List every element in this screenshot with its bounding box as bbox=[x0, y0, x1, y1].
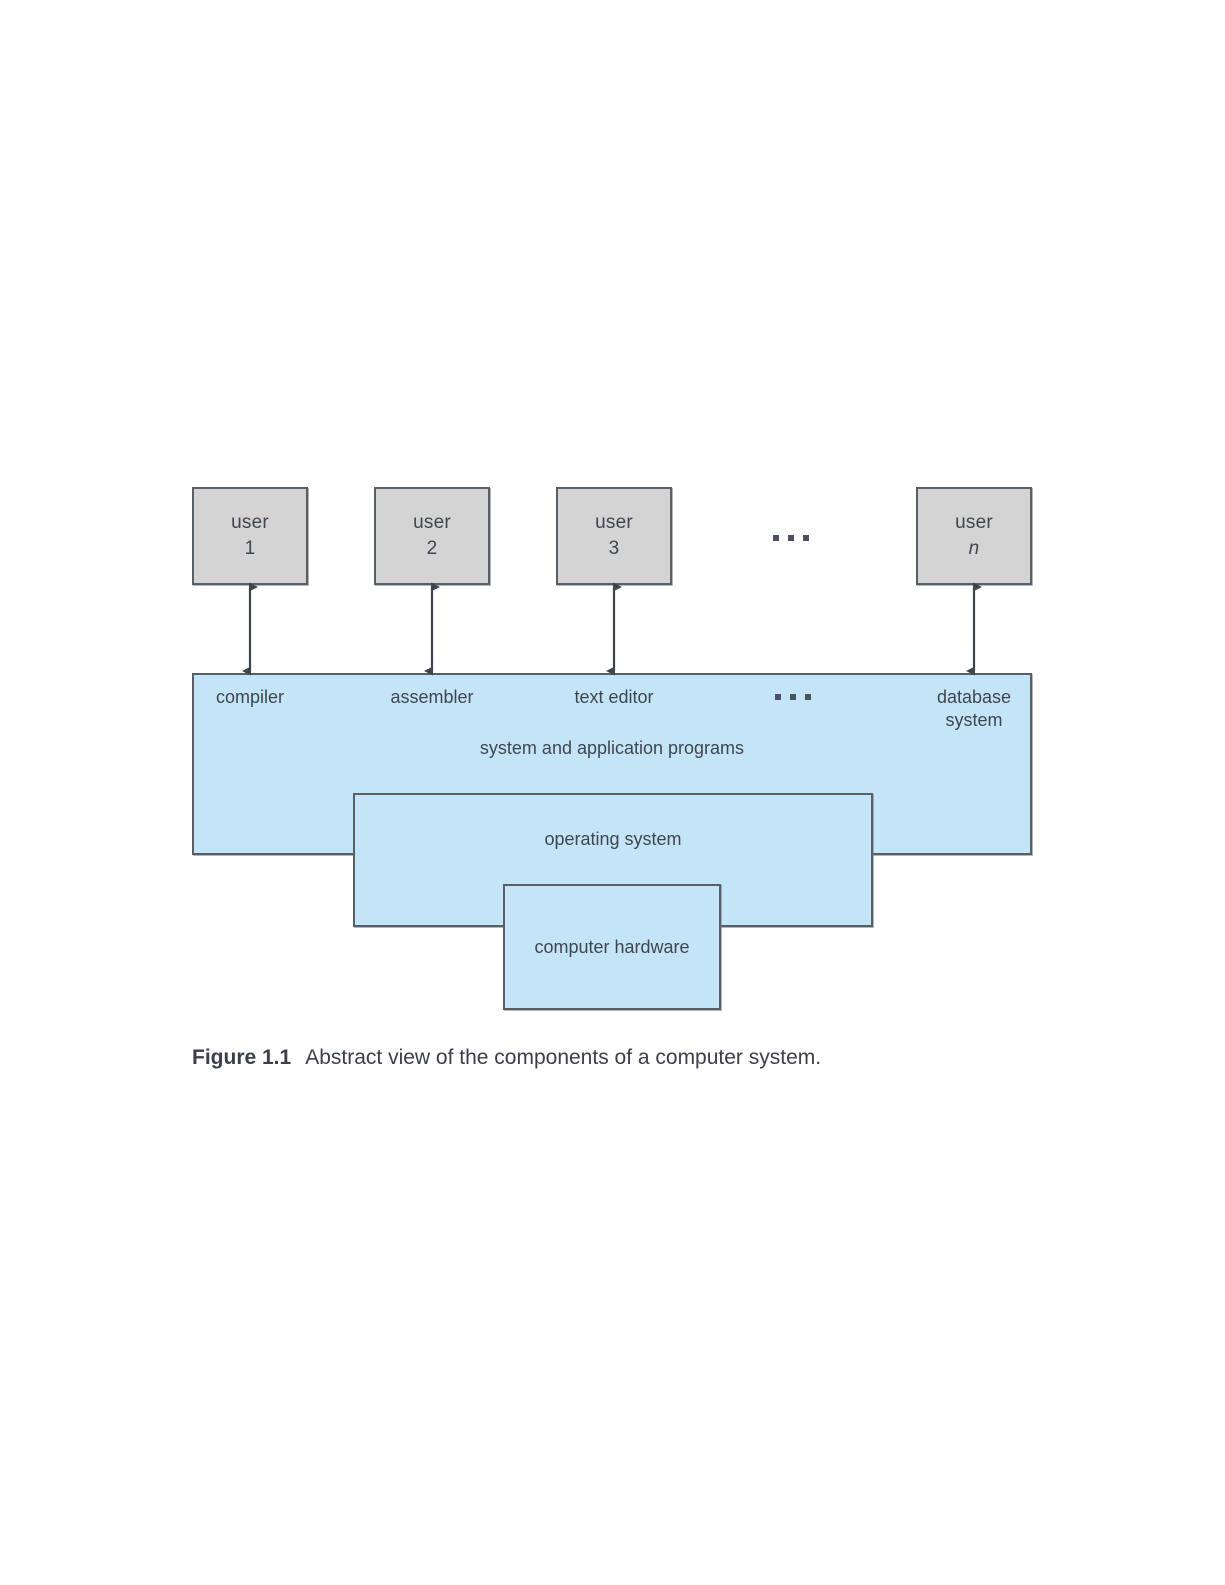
ellipsis-dot bbox=[788, 535, 794, 541]
ellipsis-dot bbox=[775, 694, 781, 700]
system-and-application-programs-label: system and application programs bbox=[479, 738, 745, 758]
ellipsis-dot bbox=[803, 535, 809, 541]
program-label-compiler: compiler bbox=[215, 687, 285, 707]
program-label-assembler: assembler bbox=[390, 687, 474, 707]
user-box-2-id: 2 bbox=[426, 538, 438, 559]
users-ellipsis-icon bbox=[773, 535, 809, 541]
user-box-n: user n bbox=[916, 487, 1032, 585]
figure-caption: Figure 1.1 Abstract view of the component… bbox=[192, 1046, 1042, 1070]
programs-ellipsis-icon bbox=[775, 694, 811, 700]
program-label-text-editor: text editor bbox=[574, 687, 654, 707]
user-box-2-word: user bbox=[413, 512, 451, 534]
computer-hardware-box bbox=[503, 884, 721, 1010]
ellipsis-dot bbox=[790, 694, 796, 700]
user-box-3-word: user bbox=[595, 512, 633, 534]
ellipsis-dot bbox=[805, 694, 811, 700]
operating-system-label: operating system bbox=[544, 829, 682, 849]
user-box-1: user 1 bbox=[192, 487, 308, 585]
user-box-n-word: user bbox=[955, 512, 993, 534]
figure-caption-number: Figure 1.1 bbox=[192, 1046, 292, 1069]
user-box-2: user 2 bbox=[374, 487, 490, 585]
user-box-1-word: user bbox=[231, 512, 269, 534]
user-box-n-id: n bbox=[968, 538, 980, 559]
computer-hardware-label: computer hardware bbox=[534, 937, 690, 957]
ellipsis-dot bbox=[773, 535, 779, 541]
user-box-3-id: 3 bbox=[608, 538, 620, 559]
user-box-1-id: 1 bbox=[244, 538, 256, 559]
figure-caption-text: Abstract view of the components of a com… bbox=[305, 1046, 822, 1069]
user-box-3: user 3 bbox=[556, 487, 672, 585]
